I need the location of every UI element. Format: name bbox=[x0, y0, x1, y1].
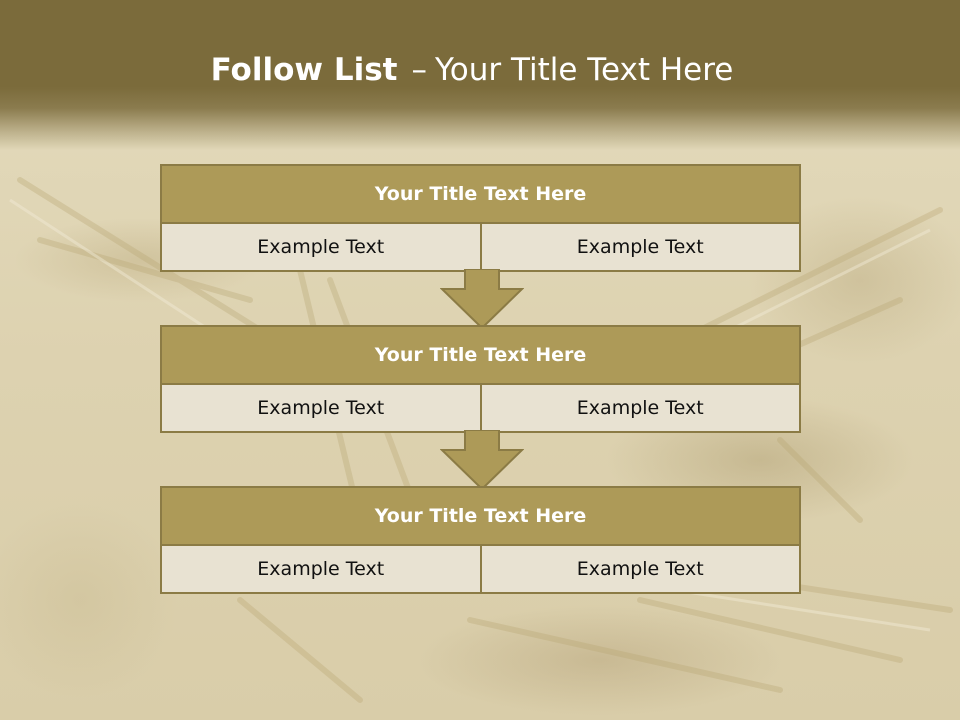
list-box-3: Your Title Text Here Example Text Exampl… bbox=[160, 486, 801, 594]
down-arrow-icon bbox=[440, 269, 524, 329]
slide-title: Follow List–Your Title Text Here bbox=[0, 52, 944, 88]
down-arrow-icon bbox=[440, 430, 524, 490]
list-box-1: Your Title Text Here Example Text Exampl… bbox=[160, 164, 801, 272]
list-box-cell-left: Example Text bbox=[162, 224, 482, 270]
slide-title-dash: – bbox=[411, 52, 427, 88]
title-bar: Follow List–Your Title Text Here bbox=[0, 0, 960, 150]
slide-title-rest: Your Title Text Here bbox=[434, 52, 734, 88]
list-box-2: Your Title Text Here Example Text Exampl… bbox=[160, 325, 801, 433]
list-box-cell-left: Example Text bbox=[162, 385, 482, 431]
list-box-row: Example Text Example Text bbox=[162, 546, 799, 592]
list-box-title: Your Title Text Here bbox=[162, 488, 799, 546]
slide-title-bold: Follow List bbox=[210, 52, 398, 88]
list-box-row: Example Text Example Text bbox=[162, 224, 799, 270]
list-box-cell-left: Example Text bbox=[162, 546, 482, 592]
list-box-cell-right: Example Text bbox=[481, 546, 799, 592]
list-box-cell-right: Example Text bbox=[481, 224, 799, 270]
list-box-title: Your Title Text Here bbox=[162, 327, 799, 385]
list-box-cell-right: Example Text bbox=[481, 385, 799, 431]
list-box-row: Example Text Example Text bbox=[162, 385, 799, 431]
list-box-title: Your Title Text Here bbox=[162, 166, 799, 224]
